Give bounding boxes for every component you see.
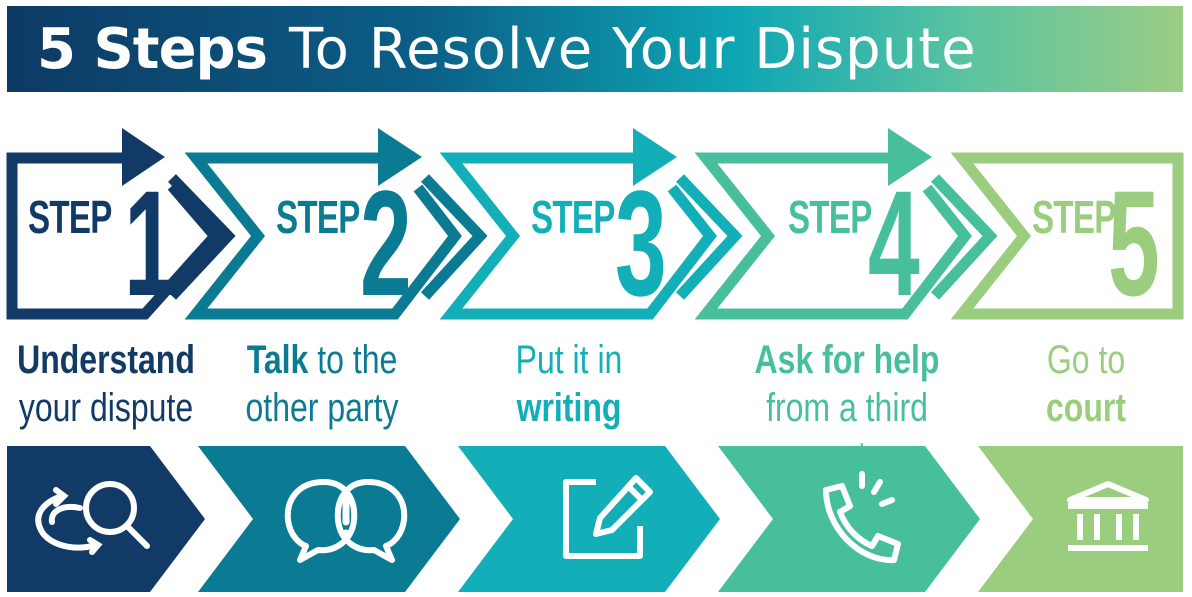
step-4-arrowhead [888, 128, 932, 186]
step-1-number: 1 [124, 159, 176, 327]
step-3-label: Put it in writing [515, 338, 623, 430]
step-1-chevron [167, 174, 236, 300]
step-4-number: 4 [868, 159, 920, 327]
title-light: To Resolve Your Dispute [288, 16, 977, 82]
step-4-chevron [930, 174, 998, 300]
title-bold: 5 Steps [37, 16, 268, 82]
step-5-label: Go to court [1046, 338, 1126, 430]
step-outlines [6, 128, 1184, 320]
step-3-number: 3 [615, 159, 667, 327]
step-2-number: 2 [360, 159, 412, 327]
step-3-outline [439, 152, 717, 320]
chevron-1 [7, 446, 205, 592]
step-4-outline [694, 152, 972, 320]
step-2-label: Talk to the other party [245, 338, 399, 430]
step-5-outline [950, 152, 1184, 320]
step-1-label: Understand your dispute [17, 338, 195, 430]
step-1-outline [6, 152, 223, 320]
chevron-3 [458, 446, 720, 592]
chevron-2 [198, 446, 460, 592]
step-2-chevron [420, 174, 488, 300]
step-3-arrowhead [633, 128, 677, 186]
step-4-word: STEP [788, 191, 872, 243]
step-5-word: STEP [1032, 191, 1116, 243]
step-2-outline [184, 152, 462, 320]
chevron-4 [718, 446, 980, 592]
step-1-arrowhead [122, 128, 165, 186]
chevron-row [7, 446, 1183, 592]
step-3-word: STEP [531, 191, 615, 243]
title-banner: 5 Steps To Resolve Your Dispute [7, 6, 1183, 92]
step-3-chevron [675, 174, 743, 300]
phone-call-icon [823, 471, 901, 564]
step-2-word: STEP [276, 191, 360, 243]
step-1-word: STEP [28, 191, 112, 243]
step-2-arrowhead [378, 128, 422, 186]
pencil-edit-icon [563, 475, 653, 559]
step-5-number: 5 [1108, 159, 1160, 327]
courthouse-icon [1067, 481, 1149, 551]
search-cycle-icon [35, 481, 150, 555]
speech-bubbles-exclamation-icon [284, 479, 408, 563]
